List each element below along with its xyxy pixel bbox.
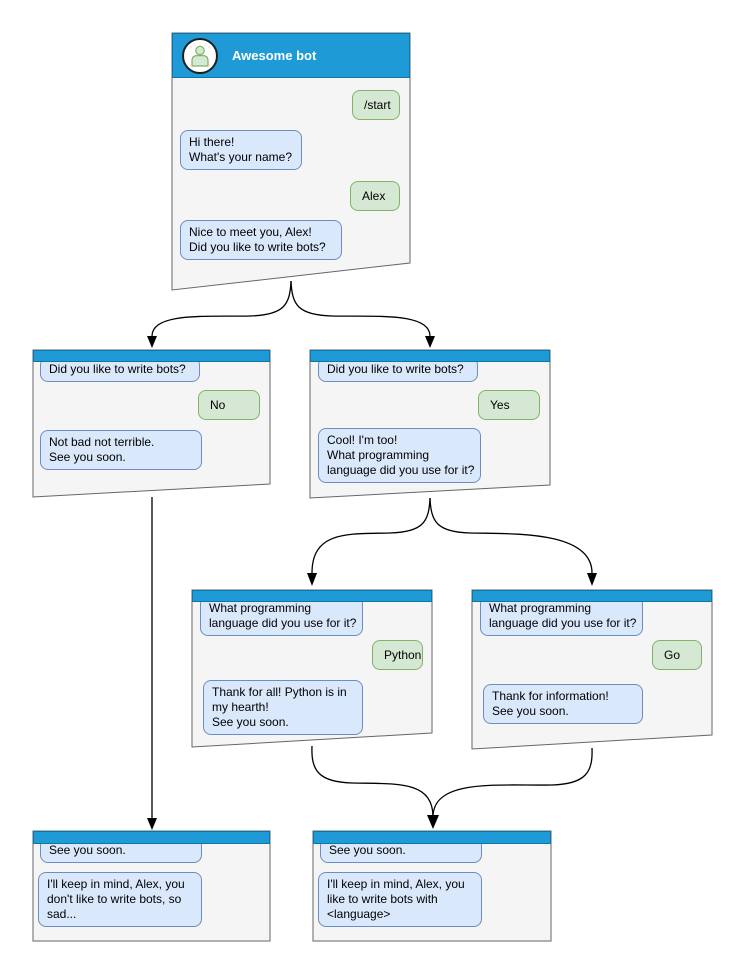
connector-go-to-end: [432, 747, 593, 818]
user-message-bubble: Yes: [478, 390, 540, 420]
connector-yes-to-go: [429, 497, 593, 574]
window-yes-titlebar: [310, 350, 550, 362]
bot-message-bubble: I'll keep in mind, Alex, you like to wri…: [318, 872, 482, 927]
arrowhead-yes-to-python: [307, 573, 317, 586]
bot-message-bubble: I'll keep in mind, Alex, you don't like …: [38, 872, 202, 927]
bot-message-bubble: Cool! I'm too! What programming language…: [318, 428, 481, 483]
bot-message-bubble: Not bad not terrible. See you soon.: [40, 430, 202, 470]
arrowhead-start-to-no: [147, 336, 157, 348]
connector-start-to-yes: [290, 280, 431, 337]
user-message-bubble: No: [198, 390, 260, 420]
connector-yes-to-python: [311, 497, 431, 574]
user-message-bubble: /start: [352, 90, 400, 120]
arrowhead-start-to-yes: [425, 336, 435, 348]
window-end-yes-titlebar: [313, 831, 551, 844]
window-end-no-titlebar: [33, 831, 270, 844]
window-no-titlebar: [33, 350, 270, 362]
user-message-bubble: Alex: [350, 181, 400, 211]
bot-message-bubble: What programming language did you use fo…: [200, 596, 363, 636]
user-message-bubble: Go: [652, 640, 702, 670]
window-python-titlebar: [192, 590, 432, 602]
bot-message-bubble: Hi there! What's your name?: [180, 130, 302, 170]
bot-message-bubble: What programming language did you use fo…: [480, 596, 643, 636]
bot-message-bubble: Nice to meet you, Alex! Did you like to …: [180, 220, 342, 260]
arrowhead-yes-to-go: [587, 573, 597, 586]
connector-start-to-no: [151, 280, 292, 337]
window-title: Awesome bot: [232, 48, 317, 63]
window-go-titlebar: [472, 590, 712, 602]
bot-message-bubble: Thank for information! See you soon.: [483, 684, 643, 724]
person-icon: [191, 45, 209, 67]
bot-avatar: [182, 38, 218, 74]
connector-python-to-end: [311, 745, 434, 818]
arrowhead-no-to-end: [147, 818, 157, 830]
user-message-bubble: Python: [372, 640, 423, 670]
bot-message-bubble: Thank for all! Python is in my hearth! S…: [203, 680, 363, 735]
arrowhead-merge-to-end: [427, 815, 439, 829]
